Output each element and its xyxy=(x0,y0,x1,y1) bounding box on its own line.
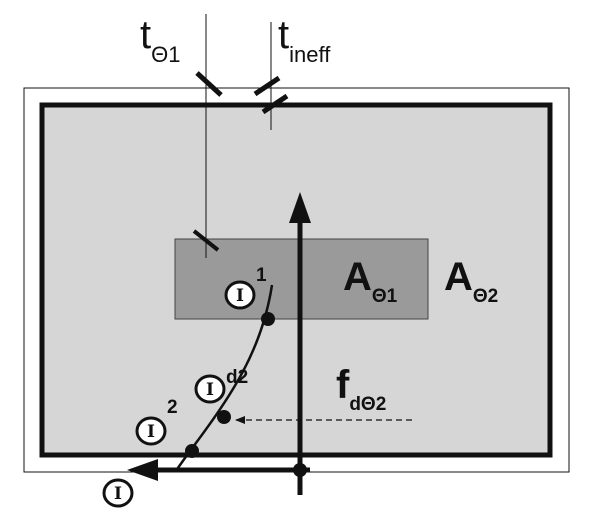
origin-point xyxy=(293,463,307,477)
point-theta-d2 xyxy=(217,410,231,424)
theta-1-sub: 1 xyxy=(256,265,267,286)
region-a-theta2 xyxy=(39,102,553,458)
svg-text:I: I xyxy=(114,484,122,504)
label-a-theta1-sub: Θ1 xyxy=(372,286,398,307)
label-t-theta1: tΘ1 xyxy=(140,13,180,67)
theta-curve xyxy=(173,284,274,473)
label-a-theta1: AΘ1 xyxy=(343,255,398,307)
label-f-dtheta2-sub: dΘ2 xyxy=(349,394,386,415)
label-a-theta2: AΘ2 xyxy=(444,255,498,307)
theta-1-symbol: I 1 xyxy=(224,265,267,310)
svg-text:I: I xyxy=(236,286,244,306)
theta-axis-symbol: I xyxy=(102,478,134,508)
t-ineff-tick-b xyxy=(261,93,289,115)
theta-1-circle-icon xyxy=(224,280,256,310)
theta-2-circle-icon xyxy=(135,416,167,446)
theta-axis-circle-icon xyxy=(102,478,134,508)
theta-2-sub: 2 xyxy=(167,397,178,418)
svg-text:I: I xyxy=(206,380,214,400)
label-t-ineff: tineff xyxy=(278,13,331,67)
theta-d2-symbol: I d2 xyxy=(194,367,248,404)
point-theta-1 xyxy=(261,312,275,326)
label-t-ineff-sub: ineff xyxy=(289,42,331,67)
vertical-axis-arrowhead xyxy=(289,192,311,223)
t-theta1-tick-top xyxy=(195,71,223,97)
theta-d2-circle-icon xyxy=(194,374,226,404)
label-t-theta1-sub: Θ1 xyxy=(151,42,180,67)
label-a-theta2-sub: Θ2 xyxy=(473,286,498,307)
label-f-dtheta2: fdΘ2 xyxy=(336,363,386,415)
theta-d2-sub: d2 xyxy=(226,367,248,388)
t-ineff-tick-a xyxy=(253,75,281,97)
point-theta-2 xyxy=(185,444,199,458)
t-theta1-tick-inner xyxy=(192,229,220,252)
horizontal-axis-arrowhead xyxy=(127,459,158,481)
theta-2-symbol: I 2 xyxy=(135,397,178,446)
svg-text:I: I xyxy=(147,422,155,442)
